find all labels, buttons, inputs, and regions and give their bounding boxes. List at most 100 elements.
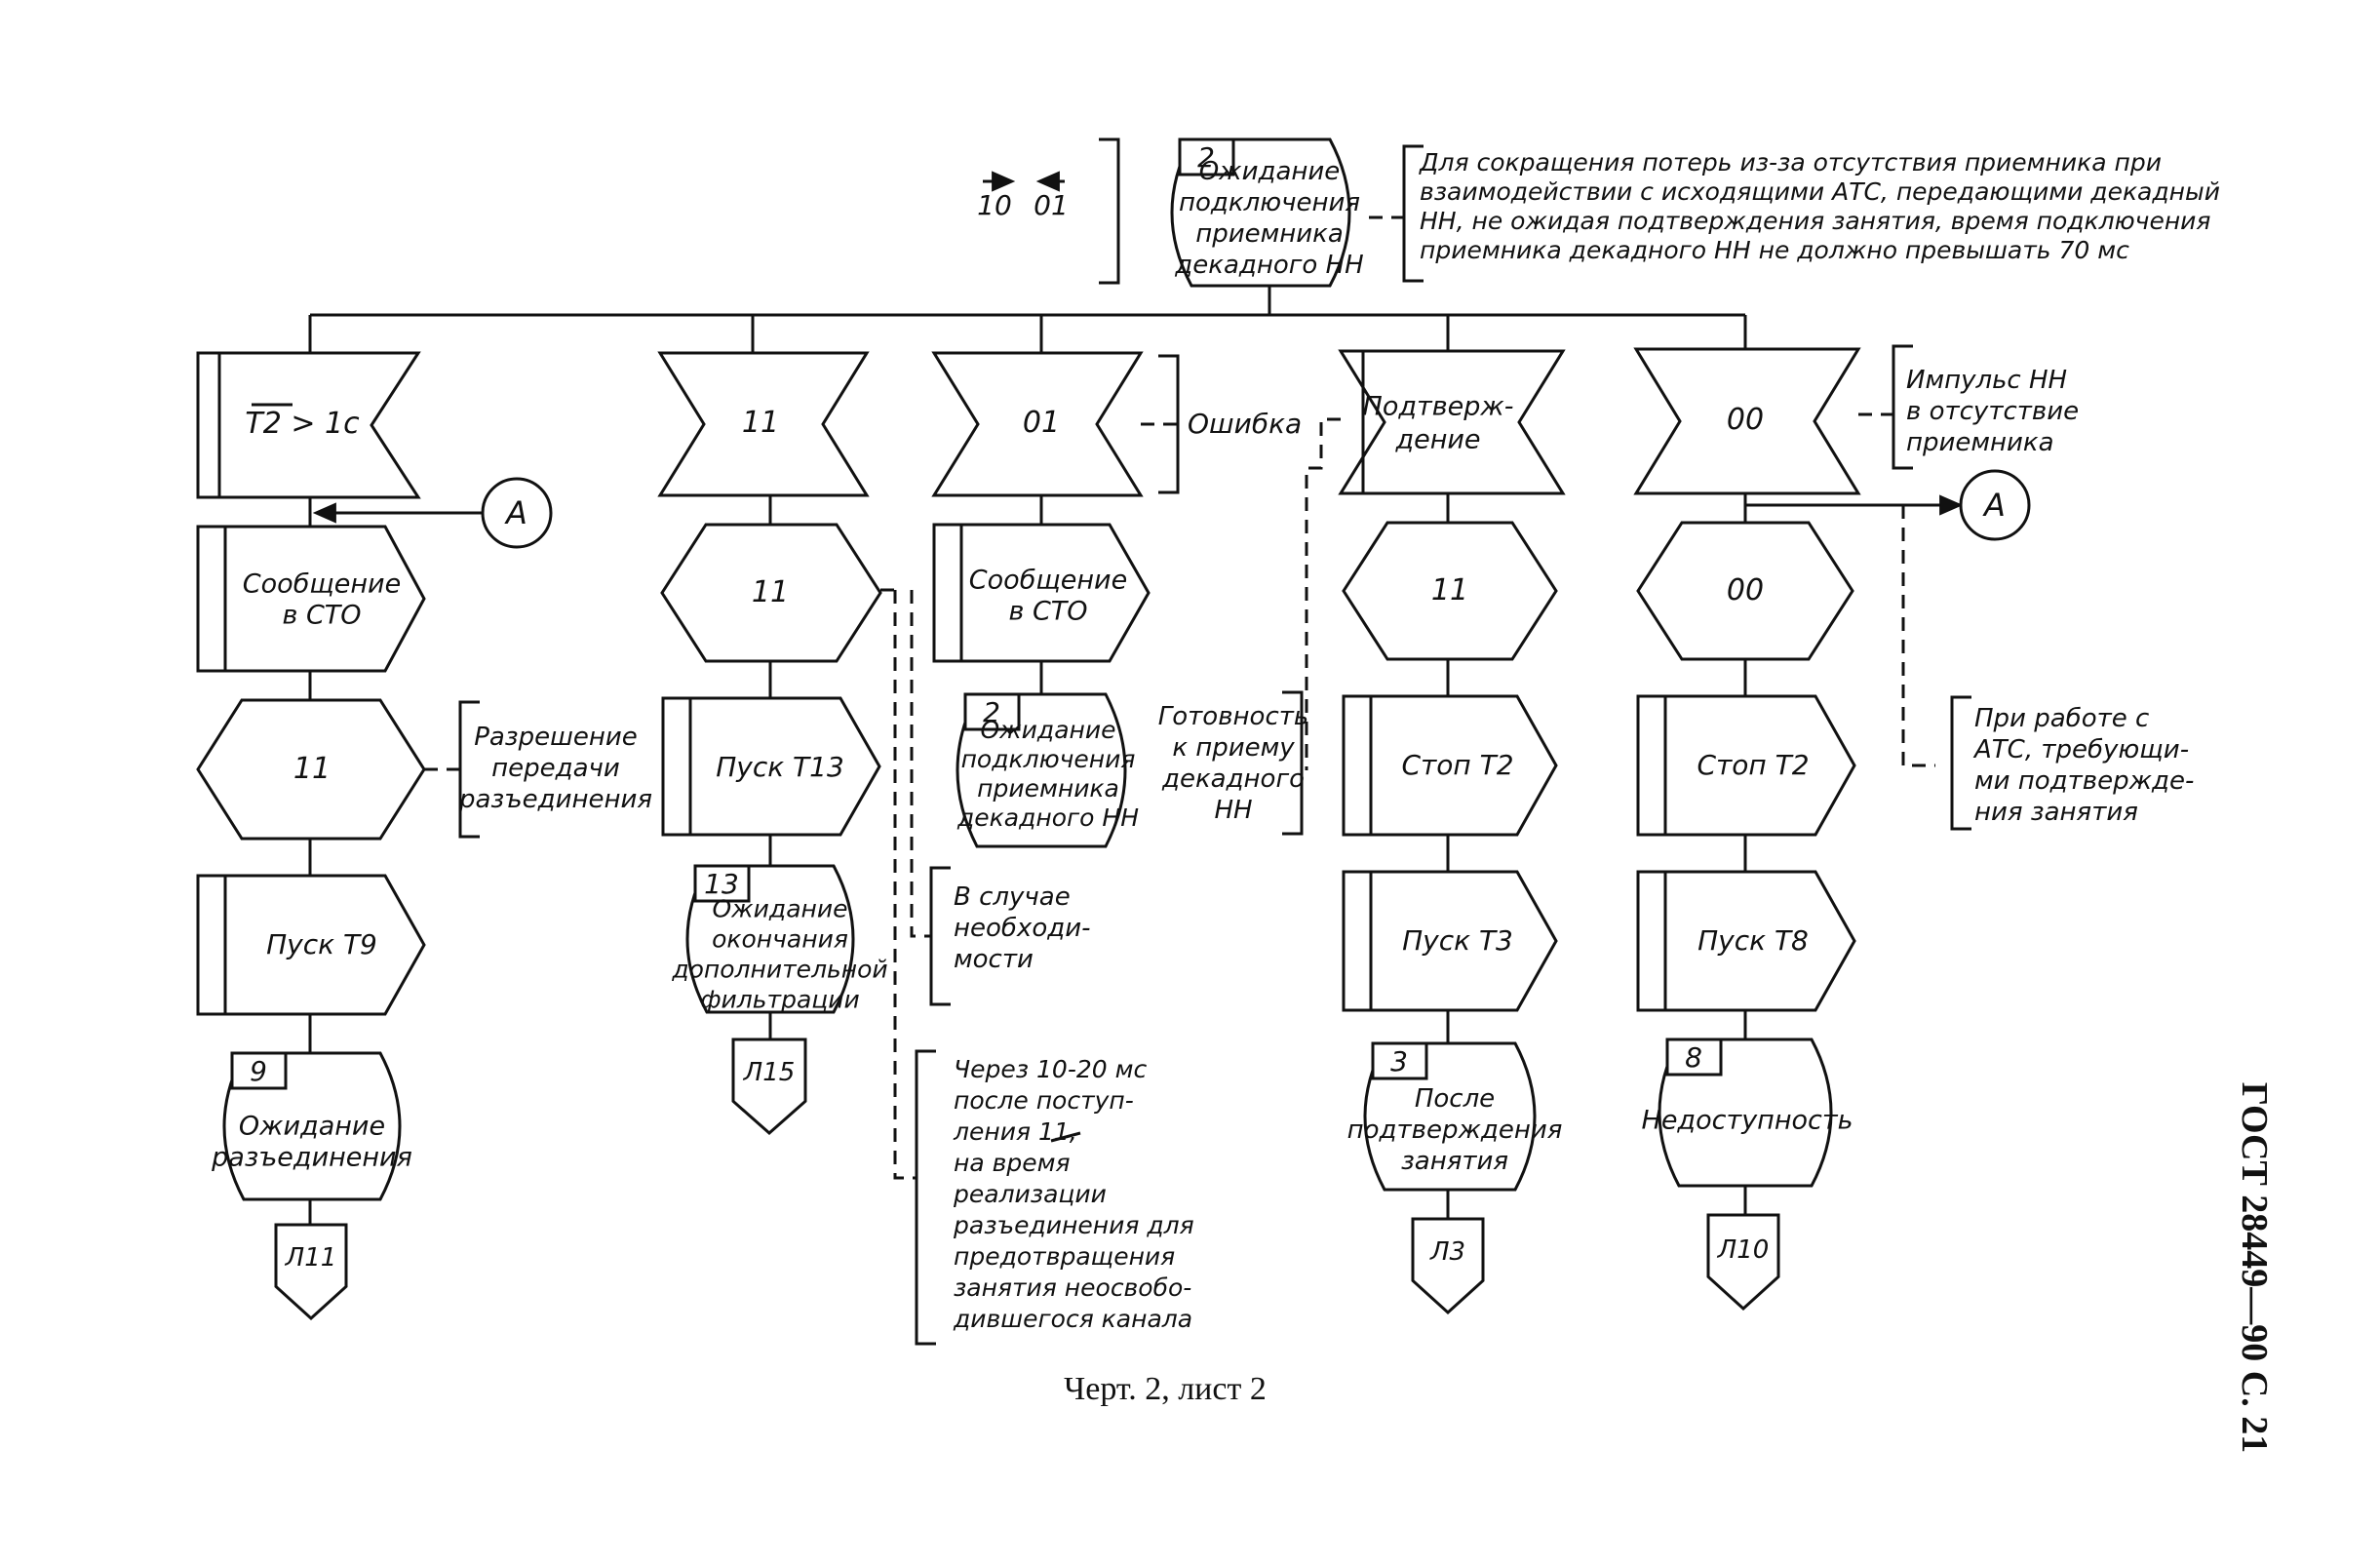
col5-output-signal [1636,521,1854,661]
top-note-bracket [1402,144,1424,283]
col3-state-text-line: Ожидание [980,716,1115,744]
col4-input-text-line: Подтверж- [1363,391,1514,421]
col2-note-delay-line: дившегося канала [953,1305,1192,1333]
top-left-bracket [1099,137,1120,285]
col5-connector-A-label: A [1982,487,2006,524]
col5-state-number: 8 [1685,1041,1702,1074]
col1-input-signal [196,351,421,499]
col3-state [956,692,1127,848]
col2-input-text: 11 [742,406,779,440]
col3-input-signal [931,351,1144,497]
top-state-number: 2 [1197,141,1215,174]
col2-state-text-line: Ожидание [712,894,847,922]
top-state-text-line: Ожидание [1199,157,1341,186]
col1-state-text-line: разъединения [211,1142,412,1172]
col4-note-line: к приему [1172,733,1295,763]
col1-output-text: 11 [293,752,331,786]
col4-note-line: Готовность [1158,702,1308,731]
col3-state-text-line: декадного НН [956,803,1139,832]
col5-input-note-bracket [1892,344,1913,470]
col1-link-text: Л11 [285,1243,337,1273]
top-state-text-line: декадного НН [1174,251,1363,280]
col1-output-note-line: разъединения [458,785,652,814]
col5-link [1706,1213,1780,1312]
top-note-line: Для сокращения потерь из-за отсутствия п… [1419,148,2162,176]
col1-state-number-box [230,1051,288,1090]
col2-note-cond-line: мости [954,945,1034,974]
col5-note-link [1901,505,1935,767]
col2-note-delay-line: на время [954,1149,1071,1177]
col3-input-note-bracket [1158,354,1180,494]
col1-input-text: T2 > 1c [245,407,360,441]
col5-input-signal [1633,347,1861,495]
col2-task-text: Пуск Т13 [716,751,844,783]
col1-connector-arrowhead [312,502,336,524]
side-title: ГОСТ 28449—90 С. 21 [2234,1082,2275,1453]
col5-state-number-box [1665,1038,1723,1077]
col5-task-stop-timer [1636,694,1856,837]
col4-input-text-line: дение [1394,424,1480,454]
col2-note-delay-line: реализации [953,1180,1107,1208]
col4-state-number: 3 [1390,1045,1408,1077]
col5-note-line: АТС, требующи- [1972,735,2189,764]
col4-task-start-timer [1342,870,1558,1012]
col4-link-text: Л3 [1429,1237,1465,1267]
col4-output-text: 11 [1431,573,1468,607]
col2-note-cond-dashline [910,590,931,938]
col5-note-bracket [1950,695,1971,831]
col2-note-delay-line: ления 11, [953,1117,1077,1146]
col2-output-text: 11 [752,575,789,609]
figure-caption: Черт. 2, лист 2 [1064,1371,1267,1407]
col2-task-start-timer [661,696,881,837]
col1-output-note-line: Разрешение [474,723,638,752]
col3-state-text-line: подключения [961,745,1136,773]
col5-input-note-line: в отсутствие [1906,397,2079,426]
top-state-number-box [1178,137,1235,176]
top-note-line: НН, не ожидая подтверждения занятия, вре… [1420,207,2210,235]
col4-state-text-line: После [1415,1084,1495,1114]
col1-output-signal [196,698,426,841]
col4-note-link [1305,417,1341,770]
col1-task-start-timer [196,874,426,1016]
col5-state-text-line: Недоступность [1642,1105,1853,1135]
col4-input-signal [1338,349,1566,495]
col3-task-message [932,523,1151,663]
col3-task-text-line: в СТО [1008,596,1087,626]
col5-link-text: Л10 [1717,1235,1770,1265]
col1-state-text-line: Ожидание [239,1111,385,1141]
col1-task-text-line: Сообщение [243,568,401,599]
col1-task-message [196,525,426,673]
col2-state-text-line: дополнительной [671,955,887,983]
col2-note-delay-line: разъединения для [953,1211,1194,1239]
top-note-line: приемника декадного НН не должно превыша… [1420,236,2129,264]
col1-connector-A-label: A [504,494,527,531]
col4-output-signal [1342,521,1558,661]
col2-state-number: 13 [704,868,739,900]
col2-note-cond-bracket [929,866,951,1006]
col2-input-signal [657,351,870,497]
col4-note-line: декадного [1161,764,1305,794]
top-note-line: взаимодействии с исходящими АТС, передаю… [1420,177,2220,206]
col5-task2-text: Пуск Т8 [1697,924,1809,957]
col4-task2-text: Пуск Т3 [1402,924,1513,957]
col1-link [274,1223,348,1321]
col1-task2-text: Пуск Т9 [266,928,377,960]
top-signal-right-arrowhead [1035,171,1060,192]
col5-note-line: ми подтвержде- [1974,766,2194,796]
col2-note-delay-line: после поступ- [954,1086,1134,1115]
col5-note-line: ния занятия [1974,798,2138,827]
col5-input-note-line: Импульс НН [1906,366,2067,395]
col2-link-text: Л15 [743,1058,796,1087]
col2-note-delay-line: Через 10-20 мс [954,1055,1147,1083]
col4-state-number-box [1371,1041,1428,1080]
col4-task-text: Стоп Т2 [1401,749,1513,781]
col4-note-line: НН [1214,796,1252,825]
col2-note-cond-line: В случае [954,882,1071,912]
top-state-text-line: приемника [1195,219,1344,249]
col1-output-note-bracket [458,700,480,839]
col2-note-cond-line: необходи- [954,914,1091,943]
col5-output-text: 00 [1727,573,1764,607]
col2-state-number-box [693,864,751,903]
